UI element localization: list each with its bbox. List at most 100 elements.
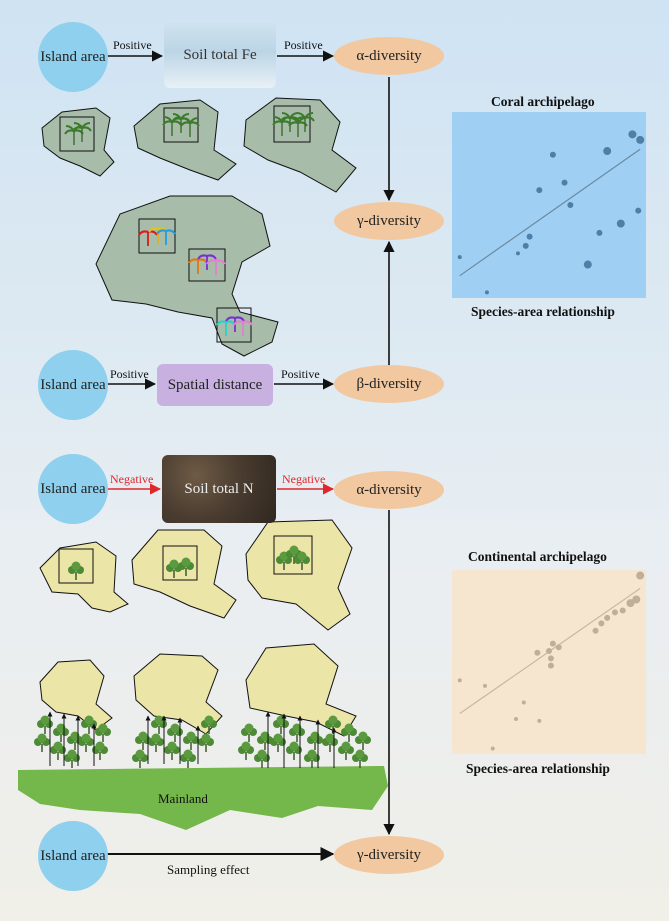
scatter-point bbox=[628, 130, 637, 139]
broadleaf-tree-icon bbox=[337, 740, 355, 761]
gamma-diversity-label: γ-diversity bbox=[356, 213, 422, 229]
scatter-point bbox=[547, 655, 554, 662]
scatter-point bbox=[555, 644, 562, 651]
scatter-point bbox=[616, 219, 625, 228]
scatter-point bbox=[636, 135, 645, 144]
continental-plot-square bbox=[273, 535, 313, 575]
positive-label: Positive bbox=[113, 38, 152, 52]
broadleaf-tree-icon bbox=[131, 748, 149, 769]
broadleaf-tree-icon bbox=[182, 730, 200, 751]
continental-island-large bbox=[245, 519, 353, 631]
scatter-point bbox=[522, 242, 529, 249]
alpha-diversity-label: α-diversity bbox=[356, 482, 422, 498]
scatter-point bbox=[632, 595, 641, 604]
sampling-effect-label: Sampling effect bbox=[167, 862, 250, 877]
broadleaf-tree-icon bbox=[52, 722, 70, 743]
plot-background bbox=[452, 570, 646, 754]
plot-background bbox=[452, 112, 646, 298]
island-area-label: Island area bbox=[40, 848, 106, 864]
broadleaf-tree-icon bbox=[321, 732, 339, 753]
scatter-point bbox=[534, 649, 541, 656]
spatial-distance-label: Spatial distance bbox=[167, 377, 263, 393]
island-area-label: Island area bbox=[40, 481, 106, 497]
continental-scatter-plot bbox=[452, 570, 646, 754]
broadleaf-tree-icon bbox=[288, 722, 306, 743]
scatter-point bbox=[521, 700, 526, 705]
mainland-label: Mainland bbox=[158, 791, 208, 806]
gamma-diversity-node: γ-diversity bbox=[334, 202, 444, 240]
coral-plot-square bbox=[59, 116, 95, 152]
positive-label: Positive bbox=[284, 38, 323, 52]
alpha-diversity-label: α-diversity bbox=[356, 48, 422, 64]
island-area-node: Island area bbox=[38, 821, 108, 891]
scatter-point bbox=[598, 620, 605, 627]
broadleaf-tree-icon bbox=[351, 748, 369, 769]
continental-plot-square bbox=[58, 548, 94, 584]
broadleaf-tree-icon bbox=[354, 730, 372, 751]
scatter-point bbox=[635, 207, 642, 214]
coral-island-medium bbox=[133, 99, 237, 181]
broadleaf-tree-icon bbox=[237, 740, 255, 761]
scatter-point bbox=[490, 746, 495, 751]
coral-plot-title: Coral archipelago bbox=[491, 94, 595, 109]
positive-label: Positive bbox=[110, 367, 149, 381]
positive-label: Positive bbox=[281, 367, 320, 381]
coral-plot-caption: Species-area relationship bbox=[471, 304, 615, 319]
nearshore-island-large bbox=[245, 643, 357, 737]
scatter-point bbox=[484, 290, 489, 295]
scatter-point bbox=[611, 609, 618, 616]
coral-plot-square bbox=[188, 248, 226, 282]
continental-plot-caption: Species-area relationship bbox=[466, 761, 610, 776]
continental-island-small bbox=[39, 541, 129, 613]
beta-diversity-label: β-diversity bbox=[356, 376, 422, 392]
broadleaf-tree-icon bbox=[240, 722, 258, 743]
mainland bbox=[18, 766, 388, 830]
coral-island-big bbox=[95, 195, 279, 357]
scatter-point bbox=[549, 151, 556, 158]
colored-palm-tree-icon bbox=[138, 227, 253, 336]
beta-diversity-node: β-diversity bbox=[334, 365, 444, 403]
scatter-point bbox=[537, 718, 542, 723]
alpha-diversity-node: α-diversity bbox=[334, 37, 444, 75]
gamma-diversity-node: γ-diversity bbox=[334, 836, 444, 874]
regression-line bbox=[459, 148, 641, 277]
scatter-point bbox=[583, 260, 592, 269]
scatter-point bbox=[567, 202, 574, 208]
negative-label: Negative bbox=[110, 472, 154, 486]
broadleaf-tree-icon bbox=[179, 748, 197, 769]
continental-plot-square bbox=[162, 545, 198, 581]
alpha-diversity-node: α-diversity bbox=[334, 471, 444, 509]
broadleaf-tree-icon bbox=[166, 722, 184, 743]
coral-plot-square bbox=[138, 218, 176, 254]
scatter-point bbox=[603, 147, 612, 156]
island-area-node: Island area bbox=[38, 350, 108, 420]
scatter-point bbox=[547, 662, 554, 669]
soil-n-box: Soil total N bbox=[162, 455, 276, 523]
broadleaf-tree-icon bbox=[150, 714, 168, 735]
dispersal-arrows bbox=[47, 711, 337, 768]
scatter-point bbox=[515, 251, 520, 256]
scatter-point bbox=[457, 678, 462, 683]
scatter-point bbox=[546, 647, 552, 654]
nearshore-island-medium bbox=[133, 653, 223, 735]
scatter-point bbox=[604, 614, 611, 621]
continental-island-medium bbox=[131, 529, 237, 619]
scatter-point bbox=[626, 599, 635, 608]
nearshore-island-small bbox=[39, 659, 113, 731]
spatial-distance-box: Spatial distance bbox=[157, 364, 273, 406]
broadleaf-tree-icon bbox=[36, 714, 54, 735]
island-area-node: Island area bbox=[38, 454, 108, 524]
soil-n-label: Soil total N bbox=[184, 481, 254, 497]
broadleaf-tree-icon bbox=[33, 732, 51, 753]
scatter-point bbox=[526, 233, 533, 240]
soil-fe-label: Soil total Fe bbox=[183, 47, 257, 63]
broadleaf-tree-icon bbox=[306, 730, 324, 751]
scatter-point bbox=[592, 627, 599, 634]
broadleaf-tree-icon bbox=[197, 732, 215, 753]
coral-island-small bbox=[41, 107, 115, 177]
negative-label: Negative bbox=[282, 472, 326, 486]
scatter-point bbox=[619, 607, 626, 614]
coral-island-large bbox=[243, 97, 357, 193]
broadleaf-tree-icon bbox=[163, 740, 181, 761]
